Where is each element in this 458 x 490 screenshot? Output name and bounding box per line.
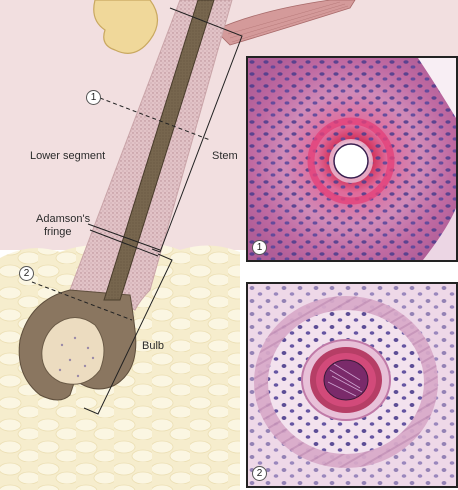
diagram-callout-1: 1 — [86, 90, 101, 105]
histology-panel-2: 2 — [246, 282, 458, 488]
diagram-callout-2: 2 — [19, 266, 34, 281]
adamsons-fringe-label-line2: fringe — [44, 226, 72, 238]
hair-shaft — [103, 0, 215, 301]
section-line-1 — [99, 97, 211, 141]
stem-bracket — [151, 7, 243, 253]
panel-callout-1: 1 — [252, 240, 267, 255]
bulb-label: Bulb — [142, 340, 165, 352]
section-line-2 — [31, 281, 133, 321]
histology-panel-1: 1 — [246, 56, 458, 262]
histology-image-1 — [248, 58, 456, 260]
stem-label: Stem — [212, 150, 238, 162]
panel-callout-2: 2 — [252, 466, 267, 481]
histology-image-2 — [248, 284, 456, 486]
bulb-bracket — [83, 253, 173, 415]
adamsons-fringe-line — [87, 223, 161, 251]
lower-segment-label: Lower segment — [30, 150, 106, 162]
dermal-papilla — [41, 317, 105, 385]
sebaceous-gland — [93, 0, 159, 54]
adamsons-fringe-label-line1: Adamson's — [36, 213, 91, 225]
adamsons-fringe-line-2 — [89, 229, 159, 257]
